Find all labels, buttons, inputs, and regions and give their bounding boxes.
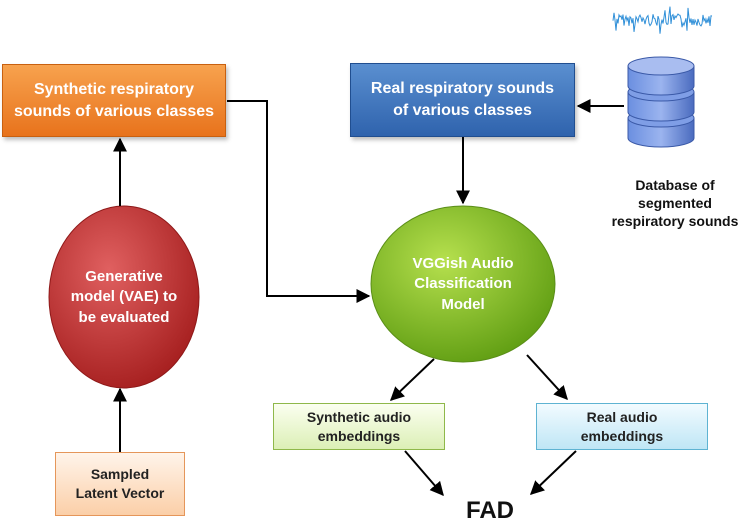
vggish-model-line1: VGGish Audio (412, 255, 514, 273)
arrow-vggish-to-synthetic-embeddings (389, 358, 435, 401)
database-line2: segmented (638, 194, 712, 211)
database-label: Database of segmented respiratory sounds (600, 168, 750, 238)
generative-model-line3: be evaluated (78, 308, 170, 326)
real-sounds-line1: Real respiratory sounds (370, 80, 555, 98)
database-line1: Database of (635, 176, 715, 193)
arrow-synthetic-to-vggish (227, 100, 371, 303)
real-embeddings-line1: Real audio (586, 408, 658, 425)
generative-model-line2: model (VAE) to (70, 288, 178, 306)
audio-waveform-icon (612, 6, 713, 34)
latent-vector-box: Sampled Latent Vector (55, 452, 185, 516)
fad-label: FAD (466, 496, 514, 524)
generative-model-line1: Generative (85, 268, 163, 286)
vggish-model-label: VGGish Audio Classification Model (378, 237, 548, 332)
arrow-real-embeddings-to-fad (529, 450, 577, 495)
vggish-model-line3: Model (441, 295, 485, 313)
vggish-model-line2: Classification (414, 275, 512, 293)
synthetic-sounds-line1: Synthetic respiratory (33, 80, 195, 98)
latent-vector-line1: Sampled (90, 466, 150, 483)
generative-model-label: Generative model (VAE) to be evaluated (49, 250, 199, 345)
vggish-model-ellipse (370, 205, 556, 363)
synthetic-embeddings-line2: embeddings (317, 427, 401, 444)
synthetic-embeddings-box: Synthetic audio embeddings (273, 403, 445, 450)
real-embeddings-box: Real audio embeddings (536, 403, 708, 450)
synthetic-sounds-line2: sounds of various classes (13, 102, 215, 120)
real-sounds-line2: of various classes (393, 102, 532, 119)
real-sounds-box: Real respiratory sounds of various class… (350, 63, 575, 137)
database-line3: respiratory sounds (611, 213, 739, 230)
database-cylinder-icon (627, 56, 695, 148)
latent-vector-line2: Latent Vector (75, 485, 165, 501)
arrow-vggish-to-real-embeddings (526, 354, 568, 401)
real-embeddings-line2: embeddings (580, 427, 664, 444)
synthetic-sounds-box: Synthetic respiratory sounds of various … (2, 64, 226, 137)
synthetic-embeddings-line1: Synthetic audio (306, 408, 412, 425)
arrow-synthetic-embeddings-to-fad (404, 450, 444, 497)
